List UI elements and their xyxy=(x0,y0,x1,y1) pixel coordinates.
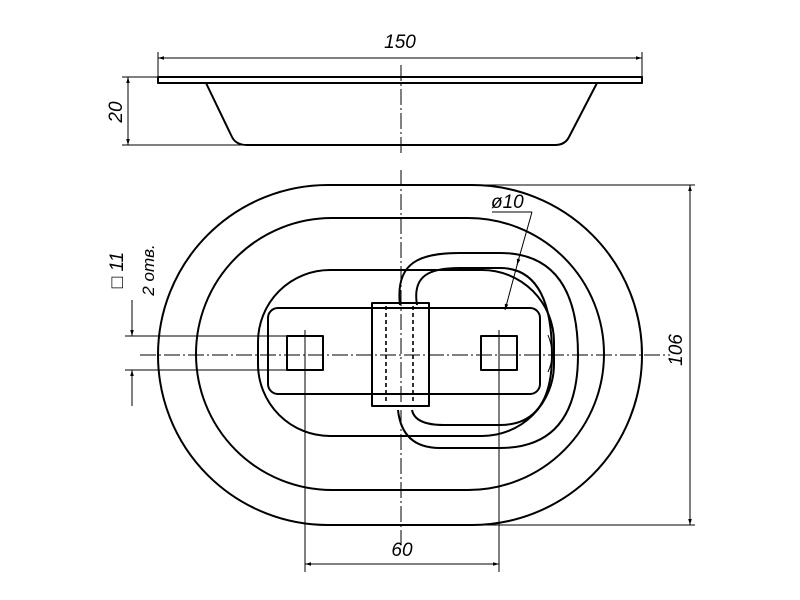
width-label: 150 xyxy=(384,32,416,53)
d-ring-tip xyxy=(547,334,553,373)
top-view xyxy=(140,170,670,572)
side-view xyxy=(157,65,643,155)
depth-label: 20 xyxy=(106,101,127,124)
cup-bottom-outline xyxy=(257,269,555,437)
hole-spacing-dimension: 60 xyxy=(305,540,499,566)
base-plate xyxy=(267,307,541,395)
ring-diameter-label: ø10 xyxy=(491,192,524,213)
hole-size-label: □ 11 xyxy=(107,252,128,288)
hole-size-dimension: □ 11 2 отв. xyxy=(107,244,287,406)
hole-spacing-label: 60 xyxy=(391,540,413,561)
cup-rim-outline xyxy=(195,217,605,491)
height-label: 106 xyxy=(666,334,687,366)
side-flange xyxy=(157,76,643,84)
width-dimension: 150 xyxy=(157,32,643,77)
height-dimension: 106 xyxy=(455,184,695,526)
ring-diameter-callout: ø10 xyxy=(491,192,533,311)
hole-count-label: 2 отв. xyxy=(139,244,158,296)
depth-dimension: 20 xyxy=(106,76,247,146)
outer-flange-outline xyxy=(157,184,643,526)
